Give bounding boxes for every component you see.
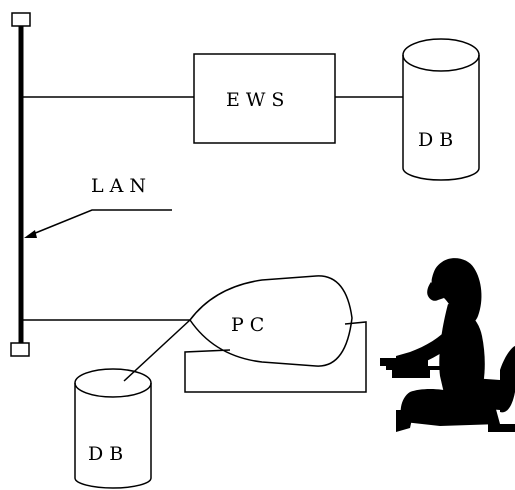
lan-bus	[11, 13, 30, 356]
pc-monitor	[190, 276, 352, 366]
lan-terminator-top	[12, 13, 30, 26]
db-bottom-icon	[75, 369, 151, 488]
db-top-label: DB	[418, 129, 459, 151]
lan-label-group: LAN	[24, 175, 172, 238]
lan-terminator-bottom	[11, 343, 29, 356]
lan-leader-line	[28, 210, 172, 236]
pc-label: PC	[231, 314, 270, 336]
operator-silhouette-icon	[380, 258, 515, 432]
db-bottom-label: DB	[88, 443, 129, 465]
pc-icon	[185, 276, 366, 392]
db-top-icon	[403, 39, 479, 180]
lan-label: LAN	[91, 175, 152, 197]
lan-arrow-head	[24, 230, 37, 238]
ews-label: EWS	[226, 89, 290, 111]
